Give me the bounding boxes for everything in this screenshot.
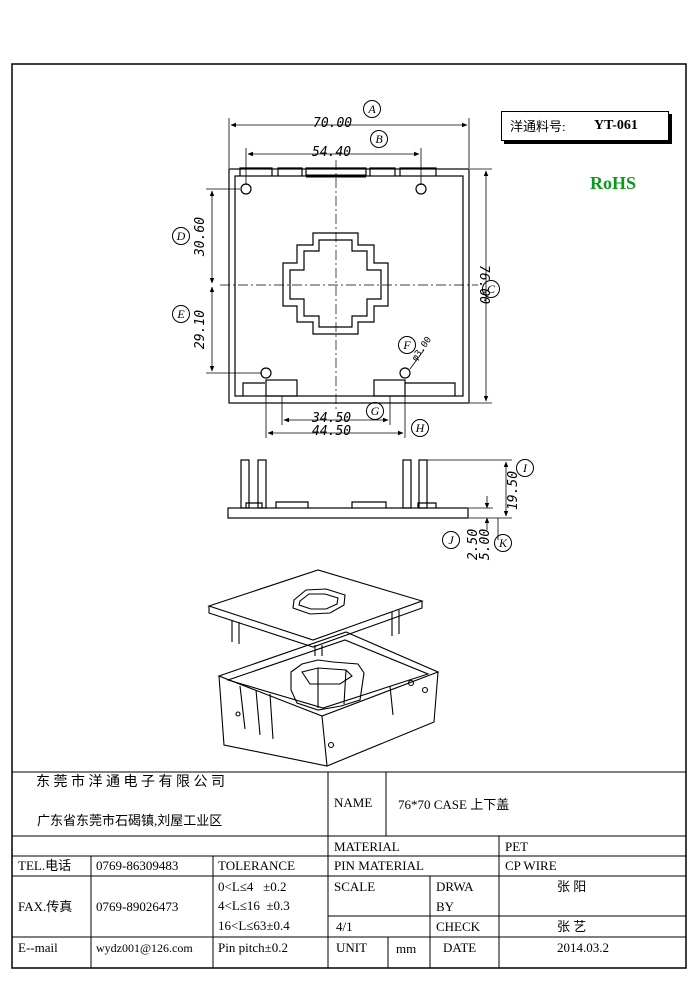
unit-value: mm	[396, 941, 417, 956]
company-address: 广东省东莞市石碣镇,刘屋工业区	[37, 813, 223, 828]
email-value: wydz001@126.com	[96, 941, 193, 955]
dim-b-label: 54.40	[312, 145, 352, 160]
sheet-border	[11, 63, 687, 969]
tolerance-line-1: 0<L≤4 ±0.2	[218, 879, 287, 894]
date-label: DATE	[443, 940, 477, 955]
callout-j: J	[442, 531, 460, 549]
isometric-view	[207, 569, 440, 767]
drawn-by-value: 张 阳	[557, 879, 587, 894]
callout-f: F	[398, 336, 416, 354]
drawn-by-label-1: DRWA	[436, 879, 474, 894]
pin-material-value: CP WIRE	[505, 858, 557, 873]
callout-k: K	[494, 534, 512, 552]
callout-i: I	[516, 459, 534, 477]
name-value: 76*70 CASE 上下盖	[398, 797, 510, 812]
email-label: E--mail	[18, 940, 58, 955]
dim-a-label: 70.00	[313, 116, 353, 131]
date-value: 2014.03.2	[557, 940, 609, 955]
dim-h-label: 44.50	[312, 424, 352, 439]
tolerance-line-4: Pin pitch±0.2	[218, 940, 288, 955]
check-value: 张 艺	[557, 919, 587, 934]
callout-a: A	[363, 100, 381, 118]
rohs-mark: RoHS	[590, 173, 637, 193]
dim-g-label: 34.50	[312, 411, 352, 426]
callout-c: C	[482, 280, 500, 298]
dimension-lines-top	[206, 118, 492, 438]
part-number-label: 洋通料号:	[510, 119, 566, 134]
callout-d: D	[172, 227, 190, 245]
company-name: 东 莞 市 洋 通 电 子 有 限 公 司	[36, 775, 225, 790]
center-lines	[220, 160, 478, 410]
tel-value: 0769-86309483	[96, 858, 179, 873]
callout-h: H	[411, 419, 429, 437]
unit-label: UNIT	[336, 940, 368, 955]
pin-material-label: PIN MATERIAL	[334, 858, 424, 873]
check-label: CHECK	[436, 919, 481, 934]
dim-d-label: 30.60	[193, 216, 209, 257]
material-label: MATERIAL	[334, 839, 400, 854]
dim-e-label: 29.10	[193, 309, 209, 350]
tel-label: TEL.电话	[18, 858, 72, 873]
part-number-box: 洋通料号: YT-061	[501, 111, 669, 141]
callout-e: E	[172, 305, 190, 323]
fax-label: FAX.传真	[18, 899, 73, 914]
drawn-by-label-2: BY	[436, 899, 455, 914]
fax-value: 0769-89026473	[96, 899, 179, 914]
dim-k-label: 5.00	[478, 528, 494, 561]
scale-label: SCALE	[334, 879, 376, 894]
side-view	[227, 459, 469, 519]
part-number-value: YT-061	[594, 118, 638, 133]
scale-value: 4/1	[336, 919, 353, 934]
callout-g: G	[366, 402, 384, 420]
title-block-grid	[12, 771, 686, 969]
name-label: NAME	[334, 795, 373, 810]
material-value: PET	[505, 839, 529, 854]
top-view	[228, 167, 470, 404]
tolerance-label: TOLERANCE	[218, 858, 296, 873]
tolerance-line-3: 16<L≤63±0.4	[218, 918, 290, 933]
dim-i-label: 19.50	[506, 470, 522, 511]
dimension-lines-side	[427, 459, 512, 540]
callout-b: B	[370, 130, 388, 148]
tolerance-line-2: 4<L≤16 ±0.3	[218, 898, 290, 913]
